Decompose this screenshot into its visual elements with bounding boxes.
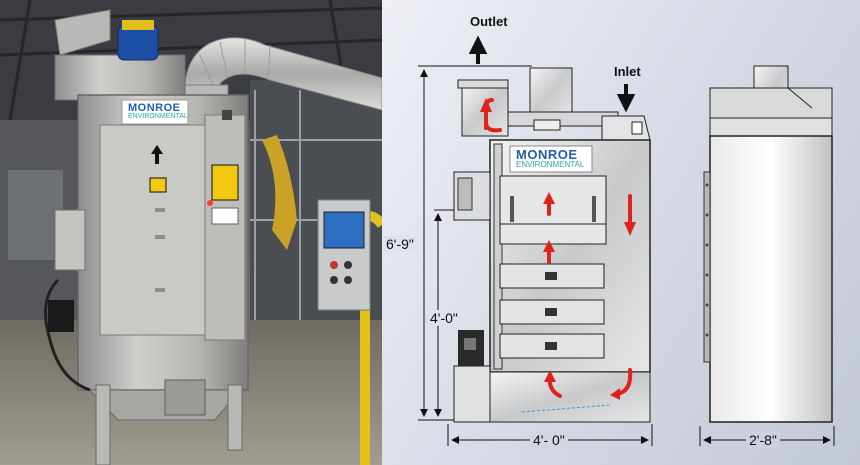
- flexible-duct: [184, 37, 382, 111]
- duct-ribs: [199, 38, 271, 91]
- diagram-brand-name: MONROE: [516, 147, 578, 162]
- filter-door: [499, 175, 607, 245]
- front-view: [453, 67, 651, 423]
- side-top-plenum: [709, 87, 833, 119]
- indicator-light: [207, 200, 213, 206]
- photo-brand-badge: [121, 99, 189, 125]
- hmi-screen: [323, 211, 365, 249]
- motor-cap: [122, 20, 154, 30]
- installation-photo: MONROE ENVIRONMENTAL: [0, 0, 382, 465]
- fan-box: [529, 67, 573, 117]
- inlet-label: Inlet: [614, 64, 641, 79]
- fan-housing: [54, 54, 186, 101]
- photo-brand-name: MONROE: [128, 102, 181, 114]
- dust-drawers: [499, 263, 605, 359]
- door-up-arrow-icon: [151, 145, 163, 164]
- blower-motor: [117, 24, 159, 61]
- door-latches: [155, 208, 165, 292]
- outlet-label: Outlet: [470, 14, 508, 29]
- height-lower-label: 4'-0": [428, 310, 460, 326]
- side-cabinet: [709, 135, 833, 423]
- airflow-arrows: [480, 98, 636, 400]
- width-side-label: 2'-8": [746, 432, 780, 448]
- diagram-drawing: [418, 35, 835, 446]
- support-legs: [95, 384, 243, 465]
- caution-label: [149, 177, 167, 193]
- height-overall-label: 6'-9": [384, 236, 416, 252]
- pump-unit: [48, 300, 74, 332]
- inlet-arrow-icon: [616, 84, 636, 113]
- photo-brand-sub: ENVIRONMENTAL: [128, 113, 188, 120]
- cable: [44, 278, 91, 392]
- pump-housing: [453, 365, 491, 423]
- access-door: [99, 124, 206, 336]
- diagram-brand-badge: [509, 145, 593, 173]
- yellow-robot-arm: [262, 135, 297, 250]
- yellow-safety-rail: [360, 215, 370, 465]
- gauge: [222, 110, 232, 120]
- hopper-base: [489, 371, 651, 423]
- warning-label: [211, 164, 239, 201]
- electrical-box: [54, 209, 86, 271]
- side-view: [703, 65, 833, 423]
- side-flange: [703, 171, 711, 363]
- width-front-label: 4'- 0": [530, 432, 568, 448]
- inlet-housing: [601, 115, 651, 141]
- drum-bin: [164, 379, 206, 416]
- photo-illustration: [0, 0, 382, 465]
- upper-duct: [54, 9, 111, 56]
- dimension-diagram: Outlet Inlet MONROE ENVIRONMENTAL 6'-9" …: [382, 0, 860, 465]
- side-panel: [204, 114, 246, 341]
- outlet-arrow-icon: [468, 35, 488, 64]
- background-panel: [8, 170, 63, 260]
- diagram-brand-sub: ENVIRONMENTAL: [516, 160, 585, 169]
- info-label: [211, 207, 239, 225]
